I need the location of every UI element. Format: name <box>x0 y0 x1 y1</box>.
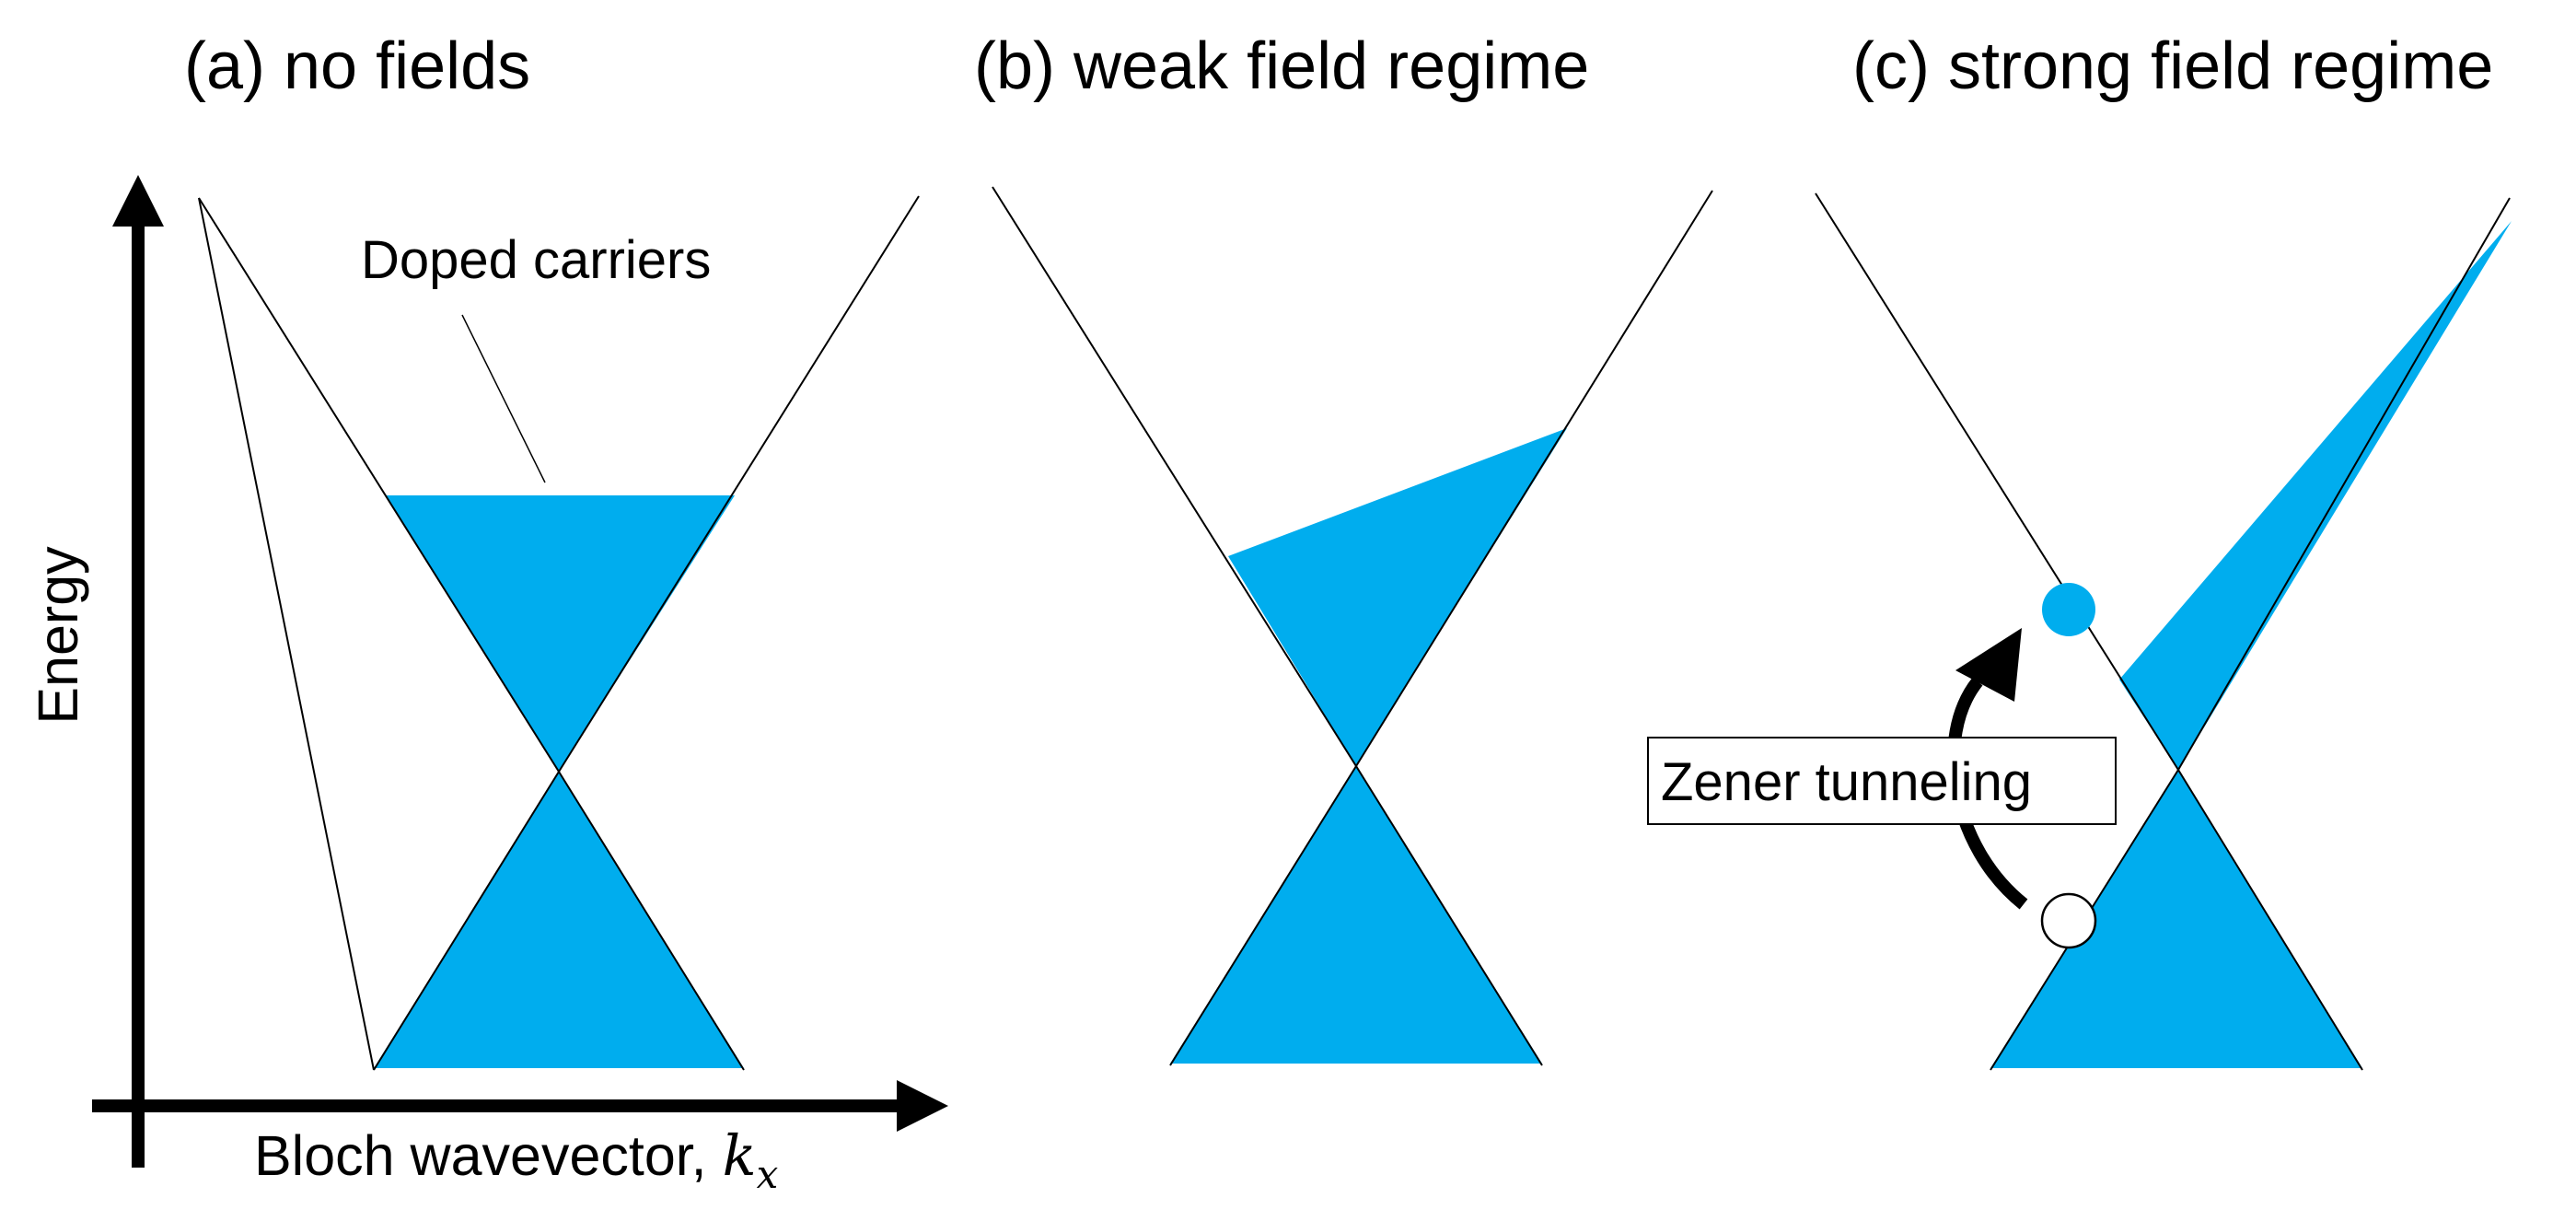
axes: Energy Bloch wavevector, kx <box>27 175 948 1197</box>
panel-a-cone-left <box>198 197 375 1071</box>
panel-c-band: Zener tunneling <box>1647 192 2512 1071</box>
energy-axis-label: Energy <box>27 546 89 725</box>
panel-a-band: Doped carriers <box>198 195 920 1071</box>
panel-a-annotation-leader <box>461 314 546 483</box>
panel-b-lower-band <box>1170 766 1542 1064</box>
panel-c-upper-carriers <box>2119 221 2512 770</box>
panel-a-cone-right-line <box>557 195 920 1071</box>
panel-b-upper-carriers <box>1228 428 1567 766</box>
panel-a-annotation: Doped carriers <box>361 230 711 290</box>
panel-a-upper-carriers <box>385 495 735 772</box>
panel-c-hole <box>2040 892 2097 949</box>
panel-c-excited-electron <box>2042 583 2095 636</box>
zener-tunneling-label-box <box>1647 737 2117 825</box>
zener-tunneling-label: Zener tunneling <box>1661 752 2032 812</box>
panel-c-cone-right-line <box>2176 197 2511 1071</box>
panel-b-band <box>992 186 1713 1066</box>
panel-a-lower-band <box>374 772 744 1068</box>
panel-c-title: (c) strong field regime <box>1852 29 2493 103</box>
wavevector-axis-arrowhead <box>897 1080 948 1132</box>
panel-c-lower-band <box>1990 770 2362 1068</box>
energy-axis-arrowhead <box>112 175 164 227</box>
panel-b-title: (b) weak field regime <box>974 29 1589 103</box>
wavevector-axis-label: Bloch wavevector, kx <box>254 1123 779 1197</box>
zener-tunneling-arrowhead <box>1955 628 2022 702</box>
panel-a-title: (a) no fields <box>184 29 530 103</box>
panel-b-cone-right-line <box>1354 190 1713 1066</box>
